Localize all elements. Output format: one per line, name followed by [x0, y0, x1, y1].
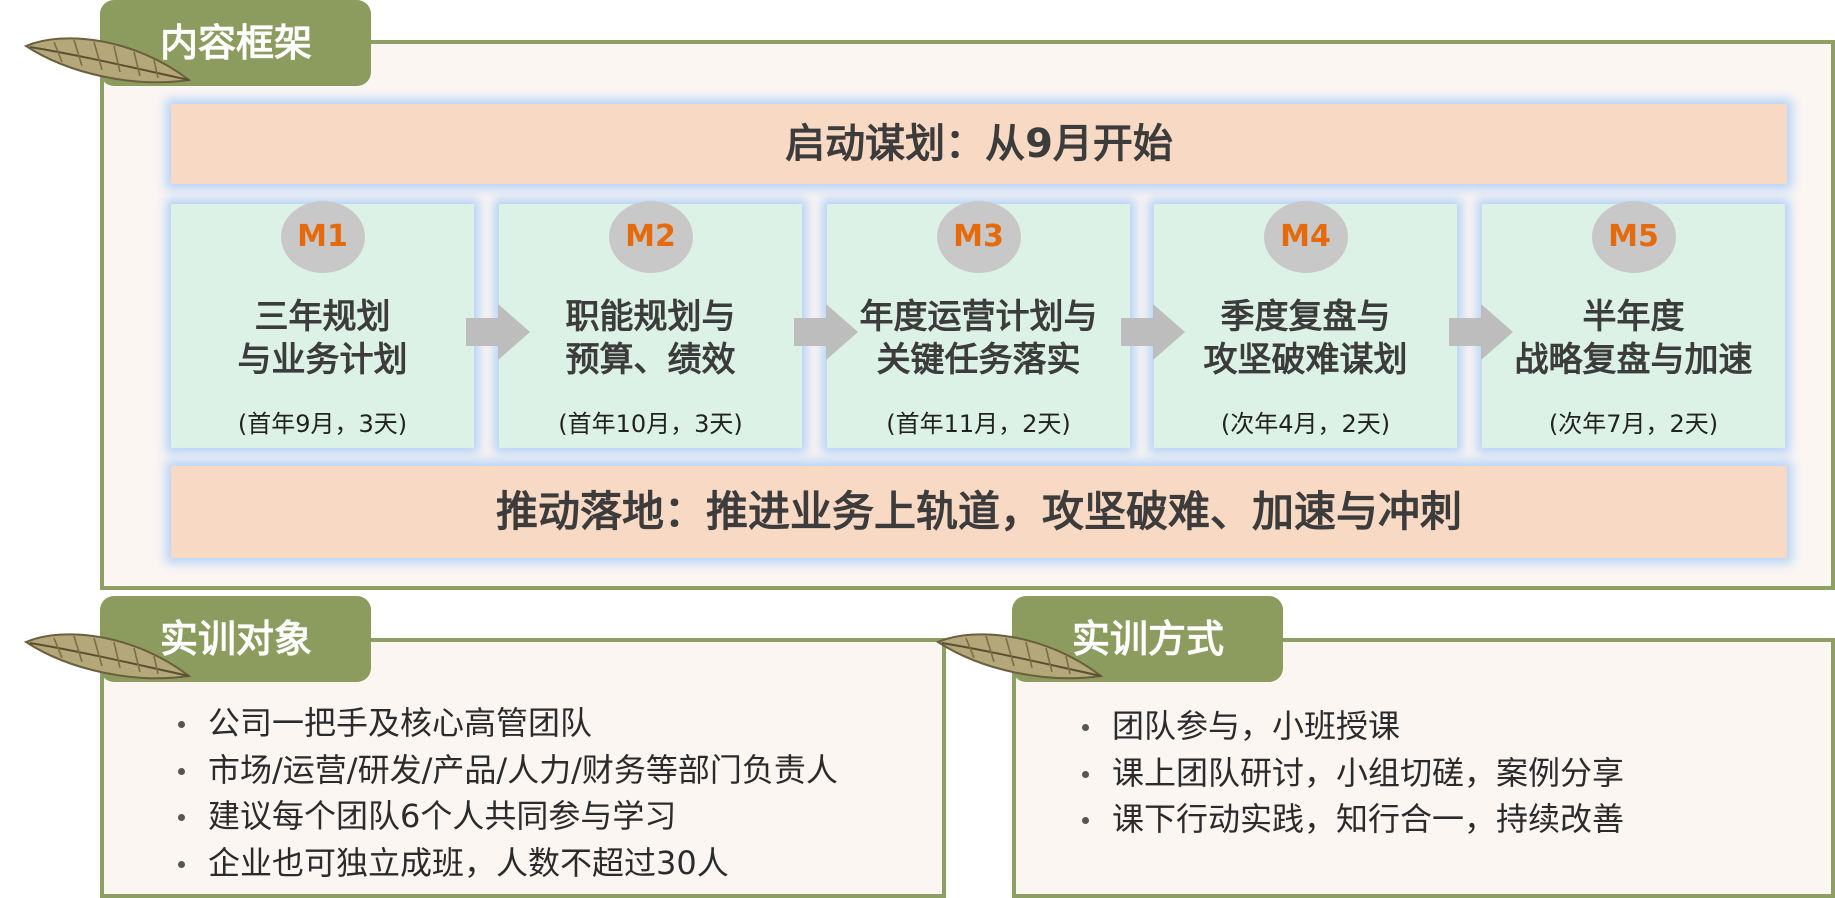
module-title: 三年规划 与业务计划 — [171, 296, 474, 382]
list-item: 课上团队研讨，小组切磋，案例分享 — [1082, 750, 1624, 797]
audience-list: 公司一把手及核心高管团队 市场/运营/研发/产品/人力/财务等部门负责人 建议每… — [178, 700, 838, 886]
audience-panel — [100, 638, 946, 898]
module-badge: M3 — [936, 201, 1021, 273]
arrow-right-icon — [466, 304, 530, 360]
module-badge: M4 — [1263, 201, 1348, 273]
module-card-m2: M2 职能规划与 预算、绩效 (首年10月，3天) — [499, 201, 802, 448]
module-title: 年度运营计划与 关键任务落实 — [827, 296, 1130, 382]
module-title-line: 半年度 — [1582, 297, 1685, 337]
leaf-icon — [936, 633, 1104, 680]
module-badge: M1 — [280, 201, 365, 273]
module-title-line: 预算、绩效 — [565, 340, 736, 380]
method-list: 团队参与，小班授课 课上团队研讨，小组切磋，案例分享 课下行动实践，知行合一，持… — [1082, 703, 1624, 843]
arrow-right-icon — [1121, 304, 1185, 360]
method-title: 实训方式 — [1072, 617, 1225, 661]
list-item: 公司一把手及核心高管团队 — [178, 700, 838, 747]
module-title: 职能规划与 预算、绩效 — [499, 296, 802, 382]
arrow-right-icon — [794, 304, 858, 360]
module-badge: M2 — [608, 201, 693, 273]
arrow-right-icon — [1449, 304, 1513, 360]
start-planning-banner: 启动谋划：从9月开始 — [171, 104, 1787, 184]
module-card-m3: M3 年度运营计划与 关键任务落实 (首年11月，2天) — [827, 201, 1130, 448]
module-title-line: 三年规划 — [254, 297, 391, 337]
module-card-m5: M5 半年度 战略复盘与加速 (次年7月，2天) — [1482, 201, 1785, 448]
module-schedule: (首年9月，3天) — [237, 410, 408, 438]
content-framework-title: 内容框架 — [160, 21, 313, 65]
list-item: 市场/运营/研发/产品/人力/财务等部门负责人 — [178, 747, 838, 794]
list-item: 团队参与，小班授课 — [1082, 703, 1624, 750]
leaf-icon — [24, 633, 192, 680]
module-title: 半年度 战略复盘与加速 — [1482, 296, 1785, 382]
module-card-m1: M1 三年规划 与业务计划 (首年9月，3天) — [171, 201, 474, 448]
method-tab: 实训方式 — [1012, 596, 1283, 682]
module-schedule: (首年11月，2天) — [886, 410, 1071, 438]
module-schedule: (次年7月，2天) — [1548, 410, 1719, 438]
list-item: 建议每个团队6个人共同参与学习 — [178, 793, 838, 840]
module-title-line: 与业务计划 — [237, 340, 408, 380]
module-title-line: 战略复盘与加速 — [1514, 340, 1753, 380]
module-title: 季度复盘与 攻坚破难谋划 — [1154, 296, 1457, 382]
module-schedule: (首年10月，3天) — [558, 410, 743, 438]
module-title-line: 年度运营计划与 — [859, 297, 1098, 337]
leaf-icon — [24, 37, 192, 84]
implementation-banner: 推动落地：推进业务上轨道，攻坚破难、加速与冲刺 — [171, 466, 1787, 558]
list-item: 企业也可独立成班，人数不超过30人 — [178, 840, 838, 887]
audience-title: 实训对象 — [160, 617, 313, 661]
module-badge: M5 — [1591, 201, 1676, 273]
module-title-line: 职能规划与 — [565, 297, 736, 337]
module-schedule: (次年4月，2天) — [1220, 410, 1391, 438]
module-title-line: 关键任务落实 — [876, 340, 1081, 380]
module-title-line: 攻坚破难谋划 — [1203, 340, 1408, 380]
module-title-line: 季度复盘与 — [1220, 297, 1391, 337]
list-item: 课下行动实践，知行合一，持续改善 — [1082, 796, 1624, 843]
module-card-m4: M4 季度复盘与 攻坚破难谋划 (次年4月，2天) — [1154, 201, 1457, 448]
